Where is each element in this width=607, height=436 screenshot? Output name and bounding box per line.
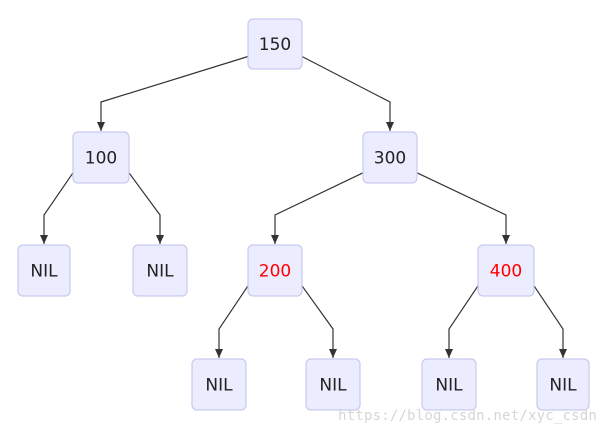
node-label: NIL (549, 376, 577, 396)
node-label: 400 (490, 262, 522, 282)
node-label: NIL (205, 376, 233, 396)
tree-node-n150: 150 (247, 18, 303, 70)
tree-node-n400: 400 (477, 244, 535, 297)
node-label: 200 (259, 262, 291, 282)
edge-n150-to-n300 (301, 55, 394, 131)
tree-node-nil-400-right: NIL (536, 358, 590, 411)
node-label: 150 (259, 35, 291, 55)
edge-n100-to-nil-100-left (40, 172, 74, 244)
tree-node-n100: 100 (72, 131, 130, 184)
edge-n300-to-n400 (416, 172, 510, 244)
tree-node-n300: 300 (362, 131, 418, 184)
tree-node-nil-400-left: NIL (421, 358, 477, 411)
edge-n400-to-nil-400-left (445, 285, 479, 358)
node-box (247, 244, 303, 297)
tree-node-n200: 200 (247, 244, 303, 297)
watermark-text: https://blog.csdn.net/xyc_csdn (338, 408, 597, 424)
node-box (477, 244, 535, 297)
node-box (536, 358, 590, 411)
node-box (421, 358, 477, 411)
tree-node-nil-100-right: NIL (132, 244, 188, 297)
node-box (305, 358, 361, 411)
edge-n100-to-nil-100-right (128, 172, 164, 244)
node-box (362, 131, 418, 184)
node-label: 100 (85, 149, 117, 169)
edge-n200-to-nil-200-right (301, 285, 337, 358)
node-box (72, 131, 130, 184)
edge-n300-to-n200 (271, 172, 364, 244)
node-label: NIL (146, 262, 174, 282)
tree-node-nil-200-left: NIL (191, 358, 247, 411)
node-label: 300 (374, 149, 406, 169)
edge-n150-to-n100 (97, 55, 249, 131)
edge-n200-to-nil-200-left (215, 285, 249, 358)
node-label: NIL (319, 376, 347, 396)
node-box (17, 244, 71, 297)
node-box (132, 244, 188, 297)
node-label: NIL (30, 262, 58, 282)
node-box (191, 358, 247, 411)
edges-layer (40, 55, 567, 358)
tree-node-nil-200-right: NIL (305, 358, 361, 411)
node-box (247, 18, 303, 70)
tree-node-nil-100-left: NIL (17, 244, 71, 297)
node-label: NIL (435, 376, 463, 396)
edge-n400-to-nil-400-right (533, 285, 567, 358)
